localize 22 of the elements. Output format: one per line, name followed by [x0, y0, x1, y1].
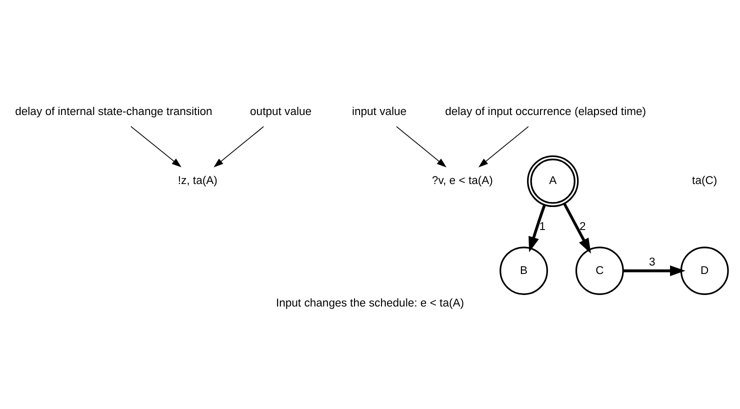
node-text: delay of internal state-change transition: [15, 105, 212, 118]
node-circle: D: [680, 246, 729, 295]
node-text: ?v, e < ta(A): [432, 174, 493, 187]
node-text: output value: [250, 105, 312, 118]
label: ta(C): [692, 174, 718, 187]
node-circle: B: [500, 246, 548, 295]
arrow: [528, 204, 546, 252]
node-circle: A: [527, 154, 579, 207]
arrow: [478, 126, 529, 167]
arrow: [396, 126, 446, 167]
node-text: input value: [352, 105, 407, 118]
edge-label: 3: [648, 256, 656, 268]
arrow: [623, 264, 686, 276]
node-circle: C: [575, 246, 624, 295]
edge-label: 2: [580, 220, 586, 232]
arrow: [214, 126, 264, 167]
node-text: delay of input occurrence (elapsed time): [445, 105, 646, 118]
edge-label: 1: [539, 220, 546, 232]
node-text: !z, ta(A): [178, 174, 218, 187]
arrow: [130, 126, 182, 167]
caption: Input changes the schedule: e < ta(A): [276, 296, 464, 309]
arrow: [563, 202, 591, 254]
